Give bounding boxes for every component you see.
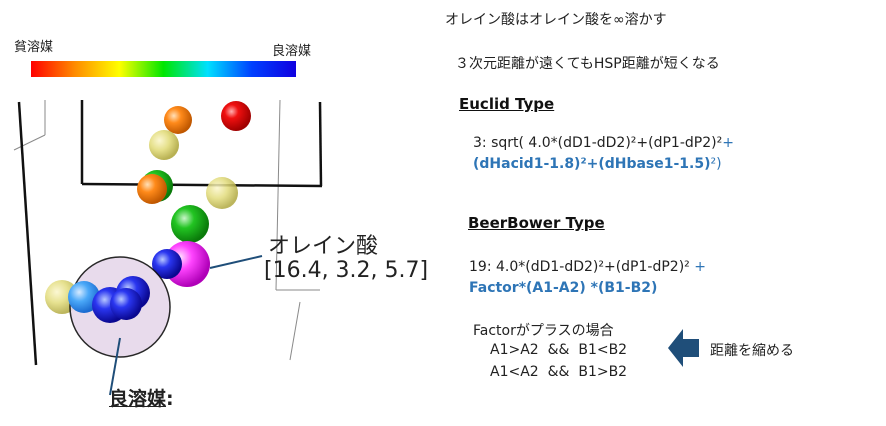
- good-solvent-colon: :: [166, 388, 174, 410]
- colorbar-left-label: 貧溶媒: [14, 40, 54, 55]
- subline: ３次元距離が遠くてもHSP距離が短くなる: [455, 56, 720, 72]
- factor-title: Factorがプラスの場合: [473, 323, 614, 339]
- beerbower-formula-line1: 19: 4.0*(dD1-dD2)²+(dP1-dP2)² +: [469, 259, 706, 275]
- beerbower-line1-plus: +: [694, 259, 706, 275]
- colorbar: [31, 61, 296, 77]
- sphere: [149, 130, 179, 160]
- oleic-acid-label: オレイン酸: [268, 234, 379, 259]
- euclid-line1-text: 3: sqrt( 4.0*(dD1-dD2)²+(dP1-dP2)²: [473, 135, 723, 151]
- axis-box-front: [17, 100, 323, 366]
- euclid-heading: Euclid Type: [459, 95, 555, 113]
- beerbower-formula-line2: Factor*(A1-A2) *(B1-B2): [469, 280, 658, 296]
- sphere: [206, 177, 238, 209]
- factor-condition-2: A1<A2 && B1>B2: [490, 364, 628, 380]
- sphere: [110, 288, 142, 320]
- axis-box-back: [13, 99, 320, 291]
- callout-pointer: [209, 255, 263, 269]
- arrow-label: 距離を縮める: [710, 343, 794, 359]
- good-solvent-label: 良溶媒: [109, 388, 167, 410]
- good-solvent-caption: 良溶媒:: [109, 384, 174, 411]
- headline: オレイン酸はオレイン酸を∞溶かす: [445, 12, 667, 28]
- good-solvent-spheres: [68, 276, 150, 323]
- sphere: [137, 174, 167, 204]
- euclid-line2-text: (dHacid1-1.8)²+(dHbase1-1.5): [473, 156, 711, 172]
- good-solvent-pointer: [109, 337, 121, 396]
- euclid-line1-plus: +: [722, 135, 734, 151]
- euclid-formula-line2: (dHacid1-1.8)²+(dHbase1-1.5)²): [473, 156, 722, 172]
- euclid-formula-line1: 3: sqrt( 4.0*(dD1-dD2)²+(dP1-dP2)²+: [473, 135, 734, 151]
- colorbar-right-label: 良溶媒: [272, 44, 312, 59]
- left-arrow-icon: [668, 329, 699, 367]
- sphere: [171, 205, 209, 243]
- euclid-line2-end: ²): [710, 156, 722, 172]
- sphere: [221, 101, 251, 131]
- factor-condition-1: A1>A2 && B1<B2: [490, 342, 628, 358]
- beerbower-line1-text: 19: 4.0*(dD1-dD2)²+(dP1-dP2)²: [469, 259, 690, 275]
- hsp-3d-scene: [13, 99, 323, 396]
- spheres: [45, 101, 251, 314]
- sphere: [152, 249, 182, 279]
- beerbower-heading: BeerBower Type: [468, 214, 605, 232]
- oleic-acid-hsp: [16.4, 3.2, 5.7]: [264, 258, 429, 283]
- sphere: [164, 106, 192, 134]
